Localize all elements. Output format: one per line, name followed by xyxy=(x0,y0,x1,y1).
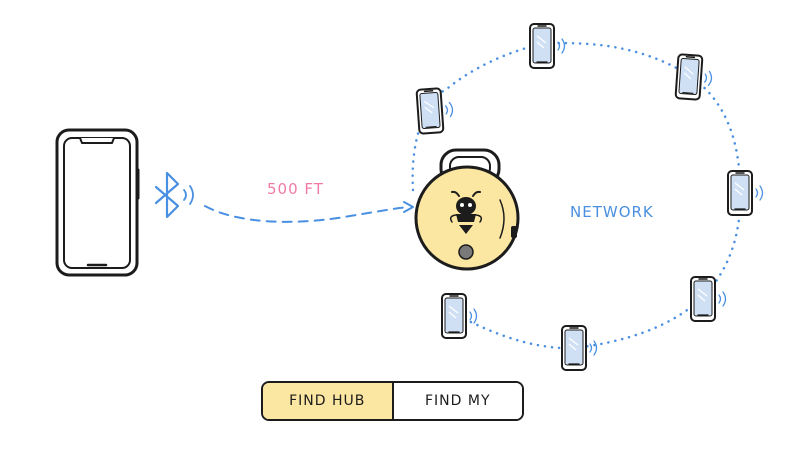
signal-waves-icon xyxy=(183,189,187,201)
mode-toggle: FIND HUB FIND MY xyxy=(261,381,524,421)
phone-icon xyxy=(529,23,566,69)
bluetooth-range-line xyxy=(204,205,409,223)
user-phone xyxy=(55,128,140,277)
signal-waves-icon xyxy=(755,185,764,201)
phone-screen xyxy=(63,137,131,269)
signal-waves-icon xyxy=(589,340,598,356)
tracker-icon xyxy=(414,148,520,271)
phone-icon xyxy=(441,293,478,339)
bee-logo-icon xyxy=(449,190,483,234)
arrow-head-icon xyxy=(403,201,414,213)
tracker-speaker xyxy=(458,244,474,260)
signal-waves-icon xyxy=(718,291,727,307)
signal-waves-icon xyxy=(189,185,194,205)
find-hub-tab[interactable]: FIND HUB xyxy=(263,383,394,419)
phone-icon xyxy=(561,325,598,371)
network-phones xyxy=(415,23,764,371)
signal-waves-icon xyxy=(445,101,454,118)
phone-icon xyxy=(727,170,764,216)
bluetooth-symbol xyxy=(154,171,180,219)
phone-icon xyxy=(690,276,727,322)
signal-waves-icon xyxy=(557,38,566,54)
tracker-button xyxy=(511,226,517,238)
distance-label: 500 FT xyxy=(267,180,324,198)
bluetooth-dashed-path xyxy=(204,201,414,223)
signal-waves-icon xyxy=(704,70,713,87)
phone-icon xyxy=(415,87,454,135)
bluetooth-icon xyxy=(154,171,194,219)
tracker-highlight xyxy=(499,199,505,239)
phone-notch xyxy=(79,137,115,144)
signal-waves-icon xyxy=(469,308,478,324)
find-my-tab[interactable]: FIND MY xyxy=(393,383,522,419)
network-label: NETWORK xyxy=(570,203,654,221)
phone-icon xyxy=(674,53,713,101)
